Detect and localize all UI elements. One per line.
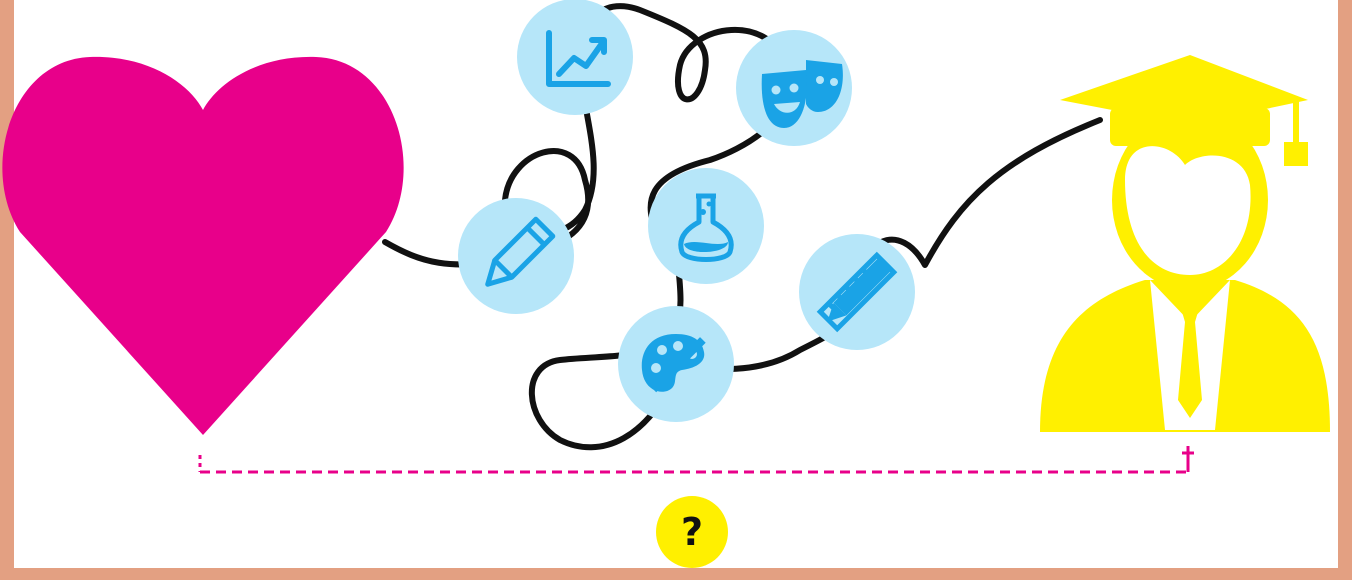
chemistry-flask-icon <box>648 168 764 284</box>
graduation-cap-tassel <box>1284 142 1308 166</box>
dashed-connector <box>198 446 1194 474</box>
growth-chart-icon <box>517 0 633 115</box>
heart-shape <box>2 56 404 435</box>
theater-masks-icon <box>736 30 852 146</box>
question-mark-text: ? <box>681 510 703 554</box>
pencil-icon <box>458 198 574 314</box>
art-palette-icon <box>618 306 734 422</box>
graduation-cap-tassel-cord <box>1293 100 1299 152</box>
ruler-pencil-icon <box>799 234 915 350</box>
graduate-face <box>1125 146 1251 275</box>
question-badge <box>656 496 728 568</box>
graduation-cap-board <box>1060 55 1308 125</box>
graduate-tie <box>1178 305 1202 418</box>
